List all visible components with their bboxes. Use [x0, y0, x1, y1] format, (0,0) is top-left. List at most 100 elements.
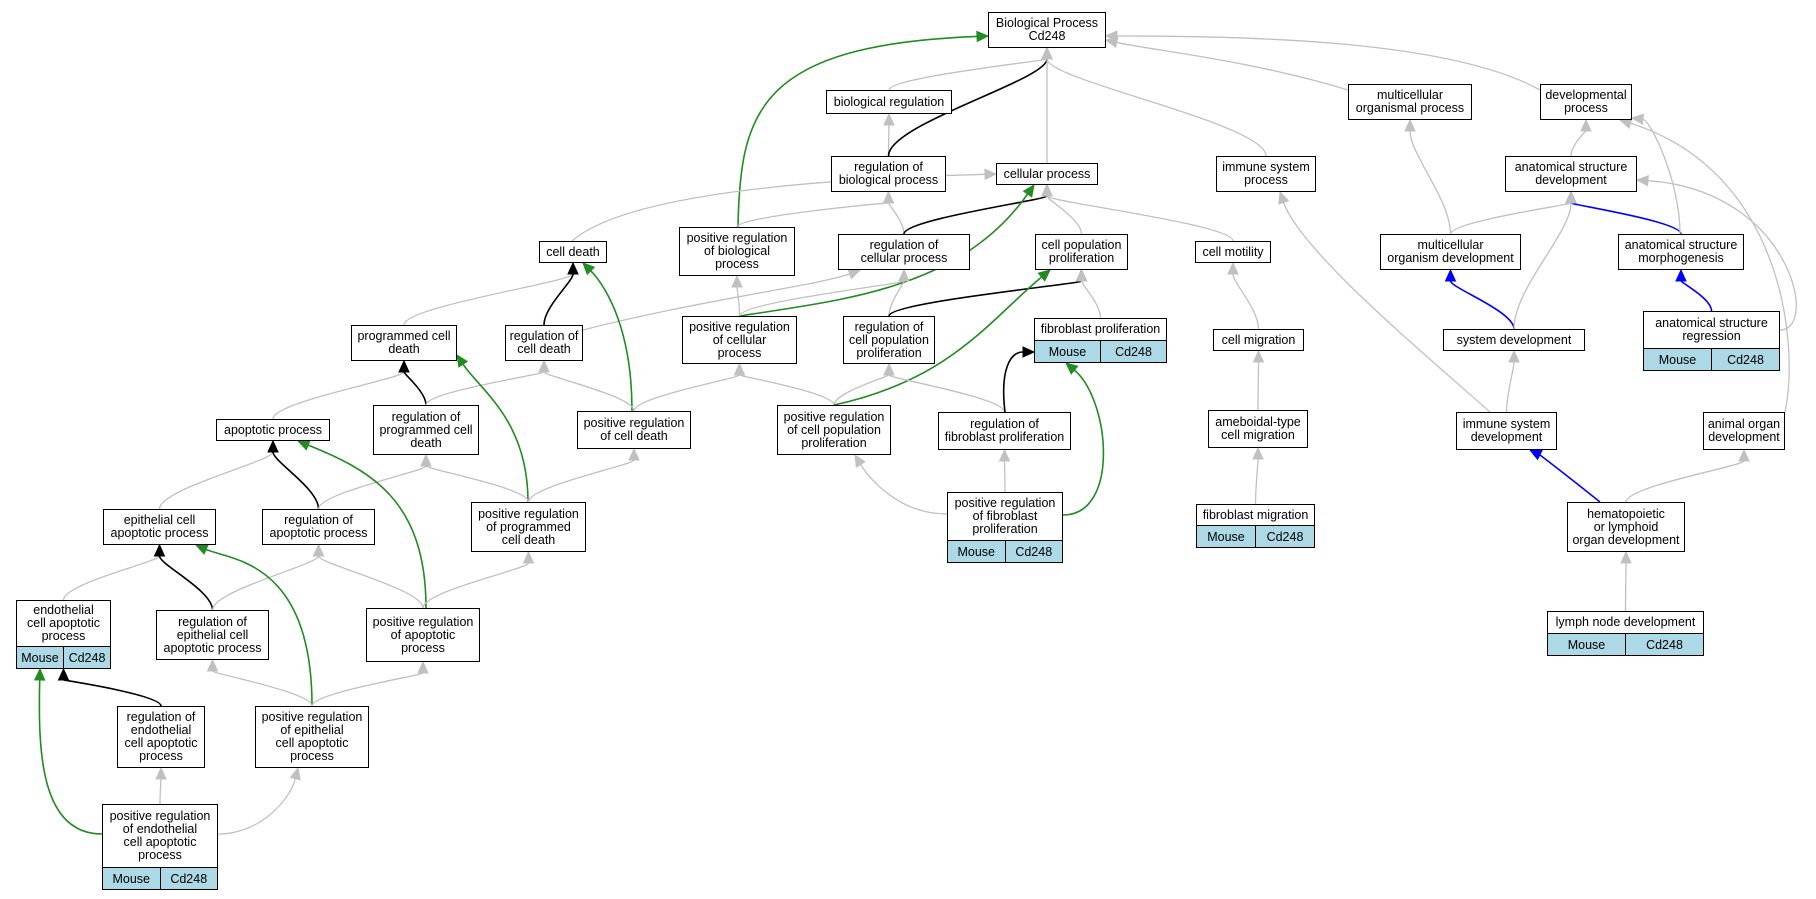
- term-label: positive regulation of epithelial cell a…: [261, 710, 363, 763]
- term-node[interactable]: animal organ development: [1703, 412, 1785, 450]
- arrowhead-icon: [312, 543, 325, 557]
- arrowhead-icon: [1635, 174, 1649, 187]
- edge-is-a: [1116, 41, 1349, 91]
- edge-is-a: [888, 374, 1006, 413]
- term-label: positive regulation of biological proces…: [686, 231, 788, 271]
- term-label: biological regulation: [833, 94, 945, 109]
- term-node[interactable]: anatomical structure morphogenesis: [1618, 234, 1744, 270]
- term-node[interactable]: system development: [1443, 329, 1585, 351]
- arrowhead-icon: [1252, 446, 1264, 460]
- edge-is-a: [1624, 562, 1627, 612]
- term-node[interactable]: regulation of fibroblast proliferation: [938, 412, 1071, 450]
- term-node[interactable]: positive regulation of programmed cell d…: [471, 502, 586, 552]
- organism-cell: Mouse: [17, 647, 63, 668]
- term-node[interactable]: epithelial cell apoptotic process: [103, 509, 216, 545]
- arrowhead-icon: [628, 447, 640, 461]
- term-node[interactable]: hematopoietic or lymphoid organ developm…: [1567, 502, 1685, 552]
- edge-regulates: [62, 679, 162, 707]
- edge-is-a: [1513, 202, 1572, 330]
- edge-part-of: [1449, 280, 1515, 330]
- term-node[interactable]: regulation of apoptotic process: [262, 509, 375, 545]
- term-node[interactable]: ameboidal-type cell migration: [1208, 410, 1308, 448]
- edge-is-a: [1642, 118, 1681, 235]
- arrowhead-icon: [1041, 183, 1053, 197]
- term-node[interactable]: apoptotic process: [216, 419, 330, 441]
- term-node[interactable]: positive regulation of endothelial cell …: [102, 804, 218, 890]
- edge-positively-regulates: [1062, 369, 1105, 516]
- term-node[interactable]: positive regulation of cell death: [577, 411, 691, 449]
- term-label: regulation of fibroblast proliferation: [944, 417, 1065, 444]
- term-node[interactable]: regulation of cellular process: [838, 234, 970, 270]
- gene-cell: Cd248: [63, 647, 110, 668]
- arrowhead-icon: [296, 439, 311, 451]
- edge-is-a: [1046, 195, 1083, 235]
- arrowhead-icon: [883, 362, 895, 376]
- arrowhead-icon: [998, 448, 1011, 462]
- term-node[interactable]: regulation of endothelial cell apoptotic…: [117, 706, 205, 768]
- term-node[interactable]: positive regulation of biological proces…: [679, 227, 795, 276]
- organism-cell: Mouse: [1197, 526, 1255, 547]
- term-node[interactable]: Biological Process Cd248: [988, 12, 1106, 48]
- term-label: anatomical structure development: [1514, 160, 1628, 187]
- arrowhead-icon: [153, 543, 166, 557]
- term-label: regulation of apoptotic process: [269, 513, 368, 540]
- term-label: cell death: [546, 244, 600, 259]
- term-node[interactable]: positive regulation of epithelial cell a…: [255, 706, 369, 768]
- edge-positively-regulates: [462, 363, 529, 503]
- edge-is-a: [736, 286, 741, 317]
- term-node[interactable]: positive regulation of fibroblast prolif…: [947, 492, 1063, 563]
- edge-regulates: [888, 280, 1083, 317]
- term-node[interactable]: positive regulation of cellular process: [682, 316, 797, 364]
- arrowhead-icon: [1404, 118, 1416, 132]
- edge-is-a: [1647, 180, 1797, 331]
- edge-is-a: [736, 202, 890, 228]
- term-label: positive regulation of cellular process: [689, 319, 790, 360]
- term-node[interactable]: regulation of cell death: [505, 325, 583, 361]
- arrowhead-icon: [1565, 190, 1577, 204]
- edge-is-a: [1254, 458, 1259, 505]
- organism-cell: Mouse: [1035, 341, 1100, 362]
- term-node[interactable]: regulation of biological process: [831, 156, 946, 192]
- arrowhead-icon: [1508, 349, 1520, 363]
- term-node[interactable]: regulation of epithelial cell apoptotic …: [156, 610, 269, 660]
- term-label: animal organ development: [1707, 417, 1781, 444]
- arrowhead-icon: [33, 667, 46, 681]
- term-node[interactable]: multicellular organismal process: [1348, 84, 1472, 120]
- term-node[interactable]: regulation of cell population proliferat…: [843, 316, 935, 364]
- gene-cell: Cd248: [1004, 541, 1062, 562]
- term-node[interactable]: regulation of programmed cell death: [373, 405, 479, 455]
- term-node[interactable]: cell migration: [1213, 329, 1304, 351]
- term-label: hematopoietic or lymphoid organ developm…: [1572, 506, 1680, 547]
- term-node[interactable]: cellular process: [996, 163, 1098, 185]
- term-node[interactable]: anatomical structure development: [1505, 156, 1637, 192]
- term-node[interactable]: positive regulation of cell population p…: [777, 405, 891, 455]
- edge-is-a: [1625, 460, 1745, 503]
- term-node[interactable]: programmed cell death: [351, 325, 457, 361]
- term-node[interactable]: positive regulation of apoptotic process: [366, 608, 480, 662]
- arrowhead-icon: [733, 362, 746, 376]
- edge-part-of: [1680, 280, 1713, 312]
- edge-is-a: [211, 670, 313, 707]
- term-node[interactable]: cell motility: [1195, 241, 1271, 263]
- arrowhead-icon: [882, 190, 895, 204]
- term-node[interactable]: biological regulation: [826, 90, 952, 114]
- term-node[interactable]: immune system process: [1216, 156, 1316, 192]
- term-node[interactable]: cell population proliferation: [1035, 234, 1128, 270]
- edge-is-a: [738, 374, 835, 406]
- term-node[interactable]: multicellular organism development: [1380, 234, 1521, 270]
- arrowhead-icon: [1041, 46, 1053, 60]
- term-node[interactable]: developmental process: [1540, 84, 1632, 120]
- term-node[interactable]: immune system development: [1456, 412, 1557, 450]
- arrowhead-icon: [898, 268, 910, 282]
- edge-is-a: [217, 778, 296, 835]
- term-node[interactable]: cell death: [539, 241, 607, 263]
- arrowhead-icon: [567, 261, 579, 275]
- edge-is-a: [1409, 130, 1452, 235]
